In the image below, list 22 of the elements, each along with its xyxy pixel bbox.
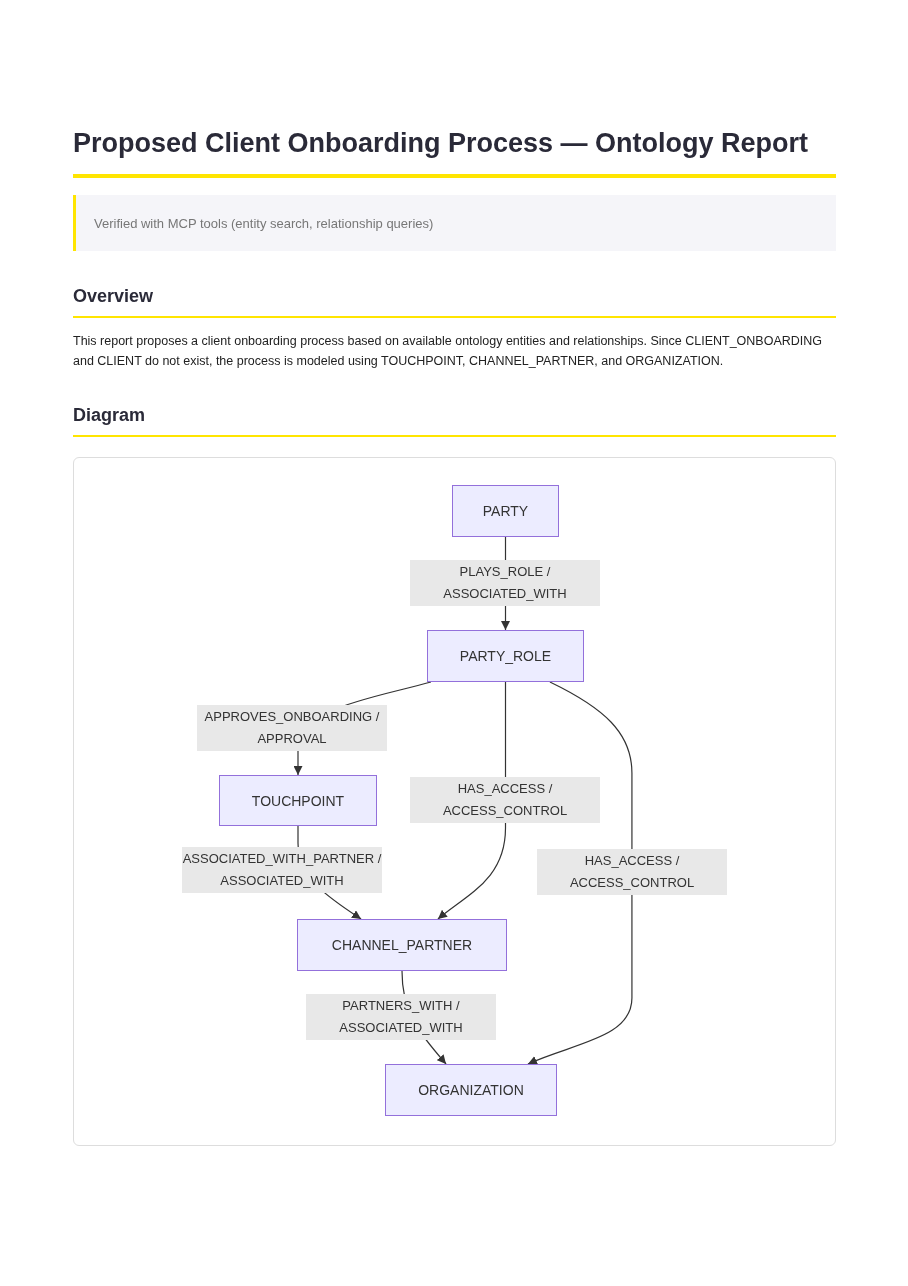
section-heading: Diagram xyxy=(73,405,146,425)
page-title: Proposed Client Onboarding Process — Ontology Report xyxy=(73,128,809,158)
edge-label: ASSOCIATED_WITH_PARTNER / ASSOCIATED_WITH xyxy=(182,847,382,893)
overview-paragraph: This report proposes a client onboarding process based on available ontology entities and relationships. Since CLIENT_ONBOARDING and CLIENT do not exist, the process is modeled using TOUCHPOINT, CHANNEL_PARTNER, and ORGANIZATION. xyxy=(73,333,823,370)
edge-label: PLAYS_ROLE / ASSOCIATED_WITH xyxy=(410,560,600,606)
note-text: Verified with MCP tools (entity search, relationship queries) xyxy=(94,215,434,231)
entity-box xyxy=(385,1064,557,1116)
entity-name: CHANNEL_PARTNER xyxy=(331,937,473,953)
edge-label: HAS_ACCESS / ACCESS_CONTROL xyxy=(537,849,727,895)
entity-box xyxy=(427,630,584,682)
entity-name: ORGANIZATION xyxy=(418,1082,524,1098)
entity-name: PARTY_ROLE xyxy=(459,648,552,664)
edge-label: APPROVES_ONBOARDING / APPROVAL xyxy=(197,705,387,751)
section-heading: Overview xyxy=(73,286,154,306)
edge-label: HAS_ACCESS / ACCESS_CONTROL xyxy=(410,777,600,823)
arrow xyxy=(527,681,633,1065)
entity-box xyxy=(219,775,377,826)
entity-name: TOUCHPOINT xyxy=(251,792,345,809)
entity-box xyxy=(452,485,559,537)
edge-label: PARTNERS_WITH / ASSOCIATED_WITH xyxy=(306,994,496,1040)
entity-name: PARTY xyxy=(482,503,529,519)
entity-box xyxy=(297,919,507,971)
